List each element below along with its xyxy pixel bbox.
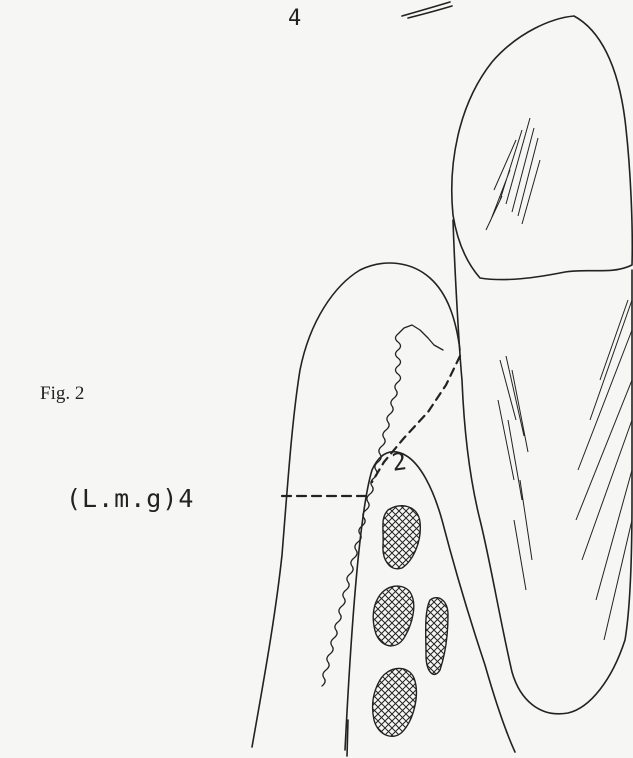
outer-gingiva: [252, 263, 460, 747]
tooth-crown: [452, 16, 632, 280]
tooth-root: [453, 220, 632, 714]
bone-island-4: [373, 668, 417, 736]
bone-island-2: [373, 586, 414, 646]
crown-hatching: [486, 118, 540, 230]
top-stroke: [402, 2, 452, 18]
root-hatching: [498, 356, 532, 590]
bone-island-3: [426, 598, 448, 675]
root-line: [347, 720, 348, 756]
lmg-label: (L.m.g)4: [66, 484, 194, 513]
top-number-label: 4: [288, 6, 301, 31]
right-edge-hatching: [576, 300, 632, 640]
bone-island-1: [383, 506, 420, 569]
figure-caption: Fig. 2: [40, 383, 84, 405]
